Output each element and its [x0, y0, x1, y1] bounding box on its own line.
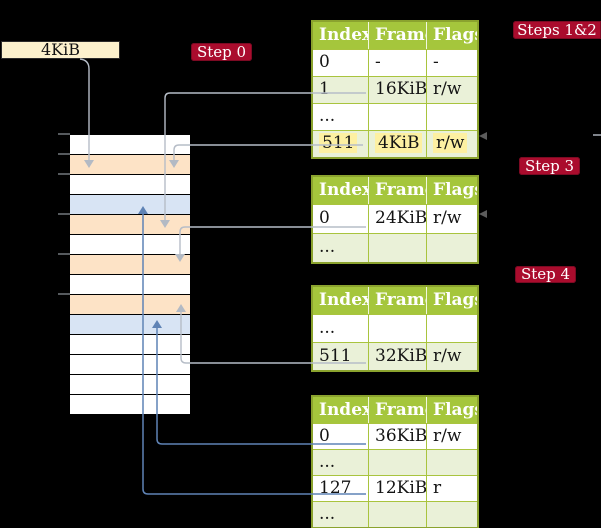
- table-cell: r: [426, 476, 477, 501]
- table-cell: [426, 450, 477, 475]
- memory-row-52kib: [70, 395, 190, 415]
- table-cell: 1: [319, 79, 330, 99]
- page-table-step-4: Index Frame Flags ... 511 32KiB r/w: [311, 285, 479, 372]
- table-row: ...: [313, 233, 477, 262]
- column-header-frame: Frame: [368, 397, 426, 423]
- memory-row-20kib: [70, 235, 190, 255]
- table-cell: [426, 315, 477, 342]
- table-cell: ...: [319, 452, 336, 472]
- table-cell: 36KiB: [368, 424, 426, 449]
- page-table-final-level: Index Frame Flags 0 36KiB r/w ... 127 12…: [311, 395, 479, 528]
- table-cell: ...: [319, 106, 336, 126]
- table-header-row: Index Frame Flags: [313, 287, 477, 314]
- table-cell: [426, 104, 477, 130]
- memory-row-44kib: [70, 355, 190, 375]
- table-row-highlighted: 511 4KiB r/w: [313, 130, 477, 157]
- arrowhead-left: [479, 210, 487, 218]
- column-header-flags: Flags: [426, 22, 477, 49]
- memory-row-8kib: [70, 175, 190, 195]
- table-cell: ...: [319, 237, 336, 257]
- column-header-frame: Frame: [368, 22, 426, 49]
- memory-row-36kib: [70, 315, 190, 335]
- table-cell: 12KiB: [368, 476, 426, 501]
- column-header-index: Index: [319, 180, 368, 200]
- memory-row-40kib: [70, 335, 190, 355]
- column-header-flags: Flags: [426, 397, 477, 423]
- memory-row-4kib: [70, 155, 190, 175]
- table-row: ...: [313, 449, 477, 475]
- column-header-index: Index: [319, 290, 368, 310]
- column-header-frame: Frame: [368, 177, 426, 204]
- table-cell: [368, 450, 426, 475]
- root-frame-label: 4KiB: [1, 41, 120, 59]
- memory-row-12kib: [70, 195, 190, 215]
- table-cell: r/w: [426, 424, 477, 449]
- memory-row-24kib: [70, 255, 190, 275]
- table-row: 1 16KiB r/w: [313, 76, 477, 103]
- table-cell: r/w: [426, 131, 477, 157]
- table-cell: 32KiB: [368, 343, 426, 370]
- table-header-row: Index Frame Flags: [313, 177, 477, 204]
- row-entry-markers: [479, 132, 487, 218]
- table-row: 0 - -: [313, 49, 477, 76]
- table-cell: [426, 502, 477, 527]
- step-3-badge: Step 3: [519, 157, 580, 175]
- column-header-flags: Flags: [426, 287, 477, 314]
- table-row: ...: [313, 103, 477, 130]
- column-header-frame: Frame: [368, 287, 426, 314]
- table-header-row: Index Frame Flags: [313, 397, 477, 423]
- page-table-steps-1-2: Index Frame Flags 0 - - 1 16KiB r/w ... …: [311, 20, 479, 159]
- table-cell: [368, 234, 426, 262]
- column-header-index: Index: [319, 25, 368, 45]
- table-row: 127 12KiB r: [313, 475, 477, 501]
- column-header-flags: Flags: [426, 177, 477, 204]
- memory-row-16kib: [70, 215, 190, 235]
- table-cell: [368, 315, 426, 342]
- page-table-step-3: Index Frame Flags 0 24KiB r/w ...: [311, 175, 479, 264]
- table-row: 0 24KiB r/w: [313, 204, 477, 233]
- memory-row-0kib: [70, 135, 190, 155]
- table-cell: 0: [319, 426, 330, 446]
- table-cell: [368, 104, 426, 130]
- table-cell: -: [426, 50, 477, 76]
- table-cell: ...: [319, 318, 336, 338]
- table-cell: 511: [319, 346, 352, 366]
- table-cell: ...: [319, 504, 336, 524]
- table-cell: 24KiB: [368, 205, 426, 233]
- table-cell: r/w: [426, 343, 477, 370]
- table-cell: [426, 234, 477, 262]
- table-cell: 0: [319, 208, 330, 228]
- table-cell: -: [368, 50, 426, 76]
- table-cell: 16KiB: [368, 77, 426, 103]
- table-row: ...: [313, 501, 477, 527]
- table-cell: 4KiB: [368, 131, 426, 157]
- table-row: 0 36KiB r/w: [313, 423, 477, 449]
- memory-row-48kib: [70, 375, 190, 395]
- table-cell: [368, 502, 426, 527]
- table-cell: 511: [313, 131, 368, 157]
- table-cell: r/w: [426, 77, 477, 103]
- table-cell: 0: [319, 52, 330, 72]
- memory-boundary-ticks: [58, 133, 70, 295]
- column-header-index: Index: [319, 400, 368, 420]
- step-0-badge: Step 0: [191, 43, 252, 61]
- memory-row-28kib: [70, 275, 190, 295]
- table-header-row: Index Frame Flags: [313, 22, 477, 49]
- table-row: ...: [313, 314, 477, 342]
- step-4-badge: Step 4: [515, 266, 576, 283]
- table-cell: r/w: [426, 205, 477, 233]
- arrowhead-left: [479, 132, 487, 140]
- memory-row-32kib: [70, 295, 190, 315]
- physical-memory-stack: [70, 134, 190, 415]
- table-row: 511 32KiB r/w: [313, 342, 477, 370]
- steps-1-2-badge: Steps 1&2: [513, 21, 601, 39]
- table-cell: 127: [319, 478, 352, 498]
